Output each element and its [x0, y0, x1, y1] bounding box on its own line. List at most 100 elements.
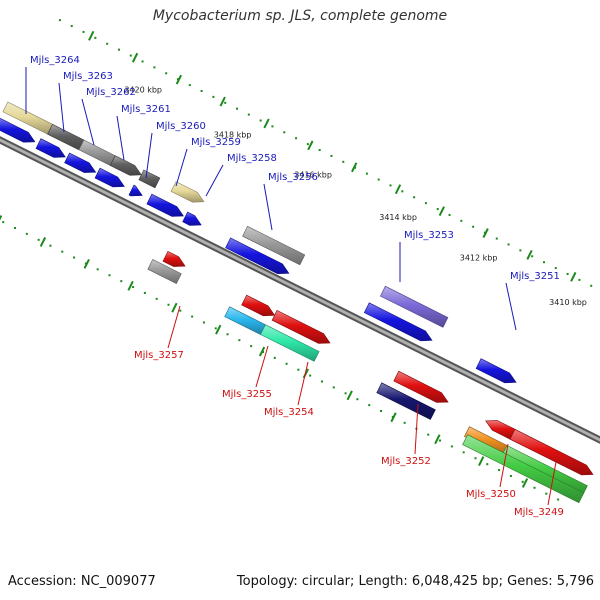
scale-dot	[61, 250, 64, 253]
gene-label-mjls_3249: Mjls_3249	[514, 507, 564, 518]
scale-tick	[482, 228, 489, 238]
gene-highlight	[485, 420, 516, 440]
scale-dot	[368, 404, 371, 407]
leader-line	[255, 345, 269, 388]
scale-dot	[155, 297, 158, 300]
scale-dot	[73, 256, 76, 259]
scale-dot	[2, 221, 5, 224]
gene-labels: Mjls_3264Mjls_3263Mjls_3262Mjls_3261Mjls…	[30, 55, 564, 518]
gene-gray	[147, 258, 182, 285]
scale-dot	[236, 107, 239, 110]
gene-cds	[146, 193, 184, 217]
leader-line	[116, 115, 125, 161]
scale-tick	[351, 162, 358, 173]
scale-dot	[472, 225, 475, 228]
scale-dot	[401, 190, 404, 193]
scale-dot	[486, 463, 489, 466]
scale-dot	[238, 339, 241, 342]
genome-backbone	[0, 136, 600, 444]
scale-dot	[519, 249, 522, 252]
scale-tick	[263, 118, 270, 129]
scale-dot	[533, 486, 536, 489]
scale-dot	[143, 291, 146, 294]
gene-cds	[475, 358, 517, 384]
scale-dot	[25, 232, 28, 235]
scale-label: 3412 kbp	[460, 253, 498, 262]
scale-dot	[132, 286, 135, 289]
scale-dot	[176, 78, 179, 81]
gene-label-mjls_3258: Mjls_3258	[227, 153, 277, 164]
scale-tick	[346, 390, 353, 401]
scale-label: 3410 kbp	[549, 298, 587, 307]
leader-line	[81, 98, 95, 146]
scale-dot	[295, 137, 298, 140]
scale-dot	[427, 433, 430, 436]
scale-dot	[250, 345, 253, 348]
gene-label-mjls_3262: Mjls_3262	[86, 87, 136, 98]
gene-teal	[260, 324, 320, 362]
gene-cds	[35, 138, 66, 158]
scale-dot	[557, 498, 560, 501]
scale-dot	[226, 333, 229, 336]
leader-line	[58, 82, 65, 133]
scale-dot	[247, 113, 250, 116]
gene-cds	[0, 117, 36, 143]
scale-dot	[58, 19, 61, 22]
leader-line	[205, 164, 224, 197]
scale-dot	[403, 421, 406, 424]
gene-highlight	[162, 250, 186, 267]
scale-tick	[131, 52, 139, 63]
gene-purple	[379, 285, 449, 328]
gene-label-mjls_3253: Mjls_3253	[404, 230, 454, 241]
scale-dot	[318, 149, 321, 152]
scale-tick	[438, 206, 445, 217]
scale-dot	[509, 474, 512, 477]
scale-dot	[84, 262, 87, 265]
scale-dot	[344, 392, 347, 395]
scale-dot	[531, 255, 534, 258]
scale-tick	[0, 215, 3, 221]
leader-line	[499, 443, 509, 488]
scale-dot	[49, 244, 52, 247]
scale-tick	[215, 324, 222, 335]
scale-tick	[307, 140, 314, 151]
scale-dot	[450, 445, 453, 448]
gene-highlight	[509, 428, 594, 476]
scale-dot	[365, 172, 368, 175]
scale-tick	[526, 250, 533, 260]
scale-dot	[590, 284, 593, 287]
gene-features	[0, 101, 594, 504]
gene-label-mjls_3261: Mjls_3261	[121, 104, 171, 115]
gene-navy	[376, 382, 436, 420]
gene-highlight	[271, 309, 331, 344]
gene-label-mjls_3260: Mjls_3260	[156, 121, 206, 132]
scale-tick	[219, 96, 226, 107]
scale-tick	[521, 478, 529, 488]
label-leaders	[25, 67, 557, 506]
scale-tick	[394, 184, 402, 195]
scale-dot	[320, 380, 323, 383]
scale-dot	[460, 219, 463, 222]
scale-dot	[542, 261, 545, 264]
scale-tick	[175, 74, 183, 85]
scale-dot	[413, 196, 416, 199]
scale-label: 3414 kbp	[379, 213, 417, 222]
scale-tick	[390, 412, 397, 423]
gene-label-mjls_3263: Mjls_3263	[63, 71, 113, 82]
scale-dot	[448, 213, 451, 216]
scale-label: 3418 kbp	[214, 130, 252, 139]
gene-cds	[64, 152, 97, 173]
genome-info-text: Topology: circular; Length: 6,048,425 bp…	[236, 574, 594, 589]
scale-dot	[439, 439, 442, 442]
scale-tick	[171, 302, 178, 313]
scale-dot	[202, 321, 205, 324]
gene-label-mjls_3257: Mjls_3257	[134, 350, 184, 361]
gene-cds	[225, 237, 290, 275]
scale-dot	[377, 178, 380, 181]
scale-tick	[127, 280, 134, 291]
gene-label-mjls_3264: Mjls_3264	[30, 55, 80, 66]
scale-tick	[434, 434, 441, 445]
scale-dot	[566, 272, 569, 275]
scale-dot	[332, 386, 335, 389]
